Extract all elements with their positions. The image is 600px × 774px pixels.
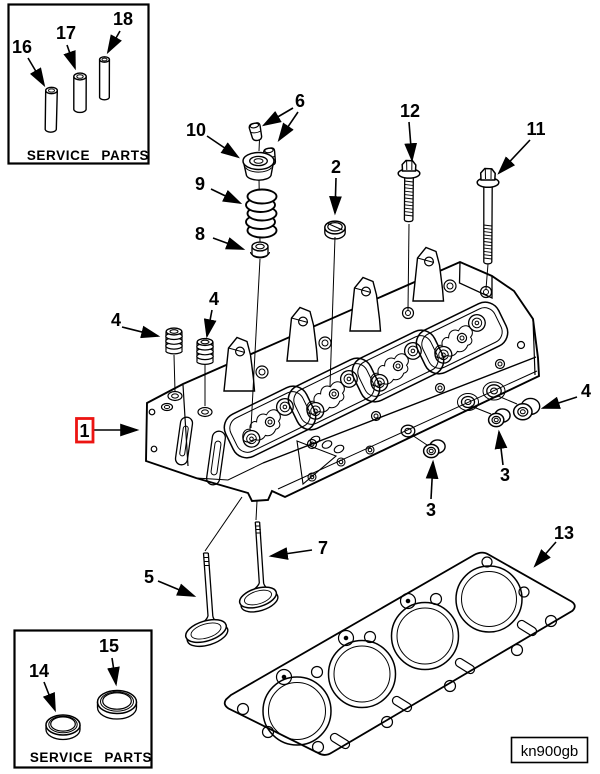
arrow-9 [210, 188, 243, 205]
part-axis-lines [173, 127, 518, 552]
arrow-14 [42, 681, 56, 713]
gasket-bores [262, 565, 523, 746]
callout-4c: 4 [581, 381, 591, 401]
callout-18: 18 [113, 9, 133, 29]
valve-guide-18-drawing [98, 56, 111, 101]
arrow-2 [329, 177, 342, 216]
cup-plug-4b-drawing [196, 337, 214, 365]
arrow-7 [268, 547, 313, 560]
valve-5-drawing [184, 552, 229, 648]
callout-13: 13 [554, 523, 574, 543]
gasket-dowel-holes [275, 592, 417, 686]
head-left-end-details [148, 390, 227, 486]
arrow-4c [540, 396, 578, 409]
valve-guide-16-drawing [44, 86, 59, 133]
callout-14: 14 [29, 661, 49, 681]
callout-10: 10 [186, 120, 206, 140]
service-parts-label-top: SERVICE PARTS [27, 148, 149, 163]
arrow-6b [277, 111, 299, 142]
valve-stem-seal-drawing [249, 241, 271, 259]
callout-4a: 4 [111, 310, 121, 330]
cup-plug-4c-drawing [512, 397, 541, 421]
pipe-plug-3b-drawing [487, 408, 511, 428]
arrow-16 [27, 57, 46, 88]
arrow-17 [63, 44, 76, 71]
drawing-code-box [510, 736, 589, 764]
pipe-plug-3a-drawing [422, 439, 446, 459]
arrow-13 [533, 541, 557, 568]
arrow-15 [107, 657, 120, 687]
arrow-3a [425, 459, 439, 500]
rocker-gasket-grooves [223, 301, 509, 459]
valve-cap-drawing [324, 220, 346, 240]
arrow-8 [212, 237, 246, 250]
callout-6: 6 [295, 91, 305, 111]
callout-8: 8 [195, 224, 205, 244]
callout-9: 9 [195, 174, 205, 194]
arrow-4b [203, 309, 217, 339]
valve-7-drawing [238, 521, 279, 613]
callout-1: 1 [79, 421, 89, 441]
seal-ring-14-drawing [45, 714, 81, 741]
callout-3a: 3 [426, 500, 436, 520]
arrow-11 [497, 139, 531, 175]
callout-arrows [27, 30, 578, 713]
seal-ring-15-drawing [96, 689, 138, 720]
arrow-4a [121, 325, 161, 339]
service-parts-box-top [7, 3, 150, 165]
gasket-bolt-holes [236, 556, 558, 754]
arrow-18 [106, 30, 122, 55]
service-parts-label-bottom: SERVICE PARTS [30, 750, 152, 765]
arrow-5 [157, 580, 197, 597]
valve-spring-drawing [245, 188, 278, 239]
callout-17: 17 [56, 23, 76, 43]
callout-15: 15 [99, 636, 119, 656]
callout-1-highlight-box [75, 417, 95, 444]
head-gasket-drawing [223, 551, 576, 756]
callout-2: 2 [331, 157, 341, 177]
arrow-12 [404, 121, 418, 163]
callout-4b: 4 [209, 289, 219, 309]
arrow-3b [494, 429, 508, 466]
gasket-slots [329, 619, 538, 750]
valve-guide-17-drawing [73, 72, 87, 114]
head-front-face-details [296, 381, 506, 486]
service-parts-box-bottom [13, 629, 153, 769]
head-bolt-12-drawing [397, 159, 421, 223]
arrow-10 [206, 135, 240, 159]
drawing-code: kn900gb [521, 743, 579, 760]
cup-plug-4a-drawing [165, 327, 183, 355]
cylinder-head-drawing [145, 246, 540, 502]
injector-bosses [223, 246, 445, 392]
callout-3b: 3 [500, 465, 510, 485]
callout-12: 12 [400, 101, 420, 121]
head-bolt-11-drawing [476, 167, 500, 265]
spring-retainer-drawing [242, 151, 275, 181]
callout-11: 11 [526, 119, 545, 139]
callout-5: 5 [144, 567, 154, 587]
callout-16: 16 [12, 37, 32, 57]
arrow-6a [261, 107, 294, 127]
callout-7: 7 [318, 538, 328, 558]
